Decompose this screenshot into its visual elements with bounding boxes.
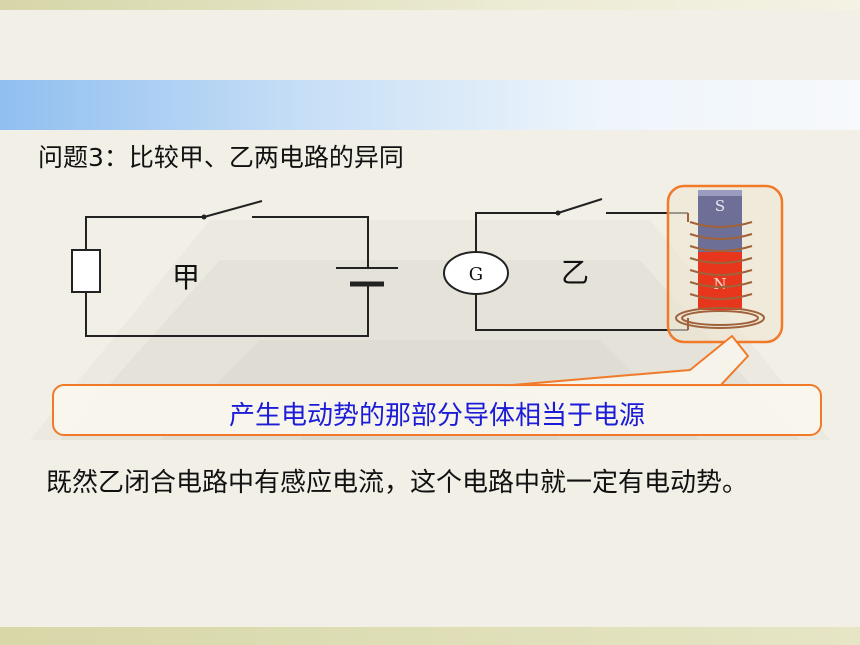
- body-text: 既然乙闭合电路中有感应电流，这个电路中就一定有电动势。: [46, 468, 749, 498]
- callout-text: 产生电动势的那部分导体相当于电源: [228, 401, 645, 431]
- header-band: [0, 80, 860, 130]
- question-title: 问题3：比较甲、乙两电路的异同: [38, 143, 404, 172]
- callout-pointer: [499, 335, 749, 387]
- switch-b-lever: [557, 198, 603, 214]
- coil-winding: [675, 221, 765, 329]
- galvanometer-label: G: [469, 264, 483, 285]
- magnet-n-label: N: [713, 275, 726, 293]
- galvanometer: [443, 251, 509, 295]
- circuit-a: 甲: [71, 200, 398, 337]
- resistor: [71, 249, 101, 293]
- magnet-s-label: S: [715, 197, 725, 215]
- bottom-decor-bar: [0, 627, 860, 645]
- circuit-a-label: 甲: [172, 261, 200, 294]
- switch-a-lever: [203, 200, 263, 218]
- top-decor-bar: [0, 0, 860, 10]
- callout-box: 产生电动势的那部分导体相当于电源: [52, 384, 822, 436]
- circuit-b-label: 乙: [561, 256, 589, 289]
- magnet-south-pole: [698, 190, 742, 252]
- circuit-b: G 乙 S N: [443, 184, 784, 387]
